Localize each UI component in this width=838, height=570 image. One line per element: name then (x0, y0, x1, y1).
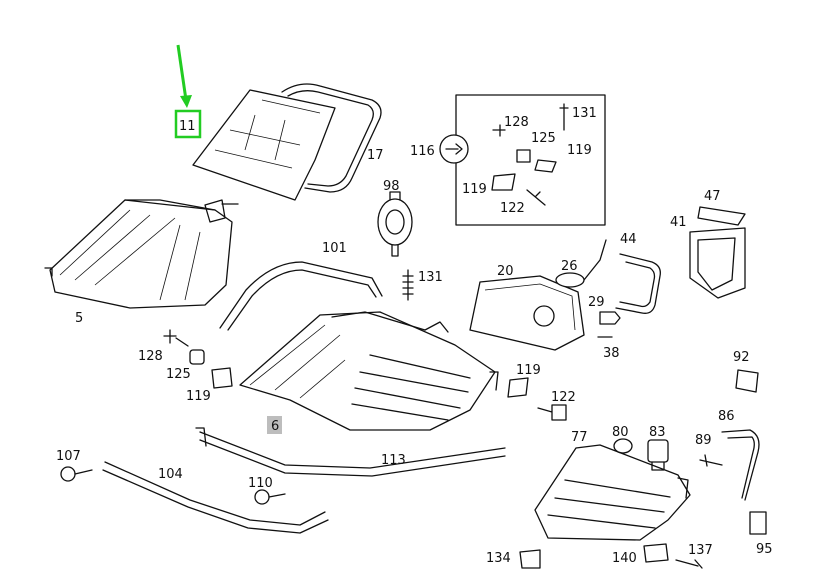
label-29[interactable]: 29 (588, 295, 605, 310)
label-47[interactable]: 47 (704, 189, 721, 204)
label-113[interactable]: 113 (381, 453, 406, 468)
label-119[interactable]: 119 (462, 182, 487, 197)
label-44[interactable]: 44 (620, 232, 637, 247)
label-6[interactable]: 6 (271, 419, 279, 434)
indicator-lamp-part[interactable] (534, 444, 691, 541)
label-26[interactable]: 26 (561, 259, 578, 274)
label-137[interactable]: 137 (688, 543, 713, 558)
label-119[interactable]: 119 (516, 363, 541, 378)
fog-lamp-part[interactable] (469, 275, 585, 351)
bulb-socket-parts[interactable] (613, 438, 669, 471)
headlamp-lens-part[interactable] (192, 89, 336, 201)
label-95[interactable]: 95 (756, 542, 773, 557)
bulb-socket-part[interactable] (377, 191, 413, 257)
fastener-parts-right[interactable] (507, 377, 567, 421)
screw-part[interactable] (402, 269, 414, 301)
headlamp-housing-part[interactable] (44, 199, 239, 309)
bumper-trim-part[interactable] (195, 427, 506, 477)
label-77[interactable]: 77 (571, 430, 588, 445)
lower-trim-strip-part[interactable] (102, 461, 329, 534)
label-17[interactable]: 17 (367, 148, 384, 163)
bracket-parts[interactable] (699, 369, 767, 535)
label-110[interactable]: 110 (248, 476, 273, 491)
label-134[interactable]: 134 (486, 551, 511, 566)
label-83[interactable]: 83 (649, 425, 666, 440)
screw-parts-lower[interactable] (60, 466, 286, 505)
rear-lamp-part[interactable] (239, 311, 499, 431)
label-104[interactable]: 104 (158, 467, 183, 482)
label-38[interactable]: 38 (603, 346, 620, 361)
label-86[interactable]: 86 (718, 409, 735, 424)
label-98[interactable]: 98 (383, 179, 400, 194)
label-107[interactable]: 107 (56, 449, 81, 464)
label-5[interactable]: 5 (75, 311, 83, 326)
label-119[interactable]: 119 (186, 389, 211, 404)
highlight-box (174, 109, 202, 139)
cover-plate-part[interactable] (697, 206, 746, 226)
shaded-label-box (267, 416, 282, 434)
fastener-parts-left[interactable] (163, 329, 233, 389)
label-131[interactable]: 131 (418, 270, 443, 285)
label-128[interactable]: 128 (504, 115, 529, 130)
label-125[interactable]: 125 (166, 367, 191, 382)
label-116[interactable]: 116 (410, 144, 435, 159)
label-80[interactable]: 80 (612, 425, 629, 440)
label-11[interactable]: 11 (179, 119, 196, 134)
highlight-arrow (176, 44, 192, 108)
label-122[interactable]: 122 (551, 390, 576, 405)
trim-strip-part[interactable] (219, 261, 383, 331)
clip-parts-bottom[interactable] (519, 543, 703, 569)
label-41[interactable]: 41 (670, 215, 687, 230)
indicator-frame-part[interactable] (689, 227, 746, 299)
label-119[interactable]: 119 (567, 143, 592, 158)
label-140[interactable]: 140 (612, 551, 637, 566)
label-125[interactable]: 125 (531, 131, 556, 146)
kit-box (439, 94, 606, 226)
label-128[interactable]: 128 (138, 349, 163, 364)
label-20[interactable]: 20 (497, 264, 514, 279)
label-122[interactable]: 122 (500, 201, 525, 216)
lens-seal-part[interactable] (281, 83, 382, 193)
gasket-part[interactable] (615, 253, 661, 314)
label-131[interactable]: 131 (572, 106, 597, 121)
bulb-part[interactable] (555, 239, 621, 338)
label-92[interactable]: 92 (733, 350, 750, 365)
label-101[interactable]: 101 (322, 241, 347, 256)
label-89[interactable]: 89 (695, 433, 712, 448)
